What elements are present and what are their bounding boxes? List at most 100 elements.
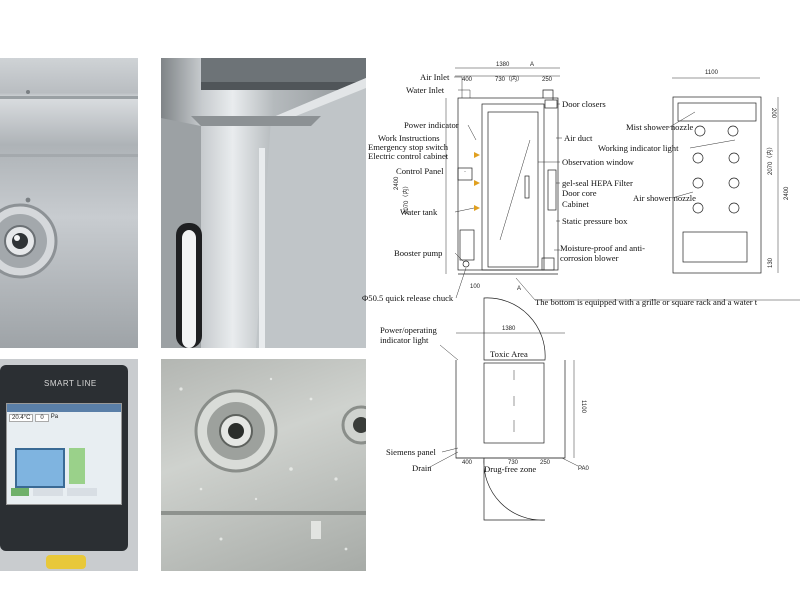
- dim-right: 250: [542, 77, 553, 83]
- label-cabinet: Cabinet: [562, 199, 589, 209]
- screen-button[interactable]: [11, 488, 29, 496]
- leader-working-light: [689, 139, 736, 149]
- leader-water-inlet: [458, 89, 471, 98]
- screen-button[interactable]: [67, 488, 97, 496]
- screen-button[interactable]: [33, 488, 63, 496]
- screen-side-graphic: [69, 448, 85, 484]
- label-pa: PA0: [578, 466, 590, 472]
- side-dim-base: 130: [768, 257, 774, 268]
- photo-control-screen: SMART LINE 20.4°C 0 Pa: [0, 359, 138, 571]
- label-work-instructions: Work Instructions: [378, 133, 440, 143]
- plan-dim-left: 400: [462, 460, 473, 466]
- photo-open-door-graphic: [161, 58, 366, 348]
- dim-left: 400: [462, 77, 473, 83]
- plan-dim-right: 250: [540, 460, 551, 466]
- label-hepa-filter: gel-seal HEPA Filter: [562, 178, 633, 188]
- side-view: 1100 Mist shower nozzle Working indicato…: [598, 70, 790, 274]
- dim-inner-height: 2070（内）: [402, 183, 410, 214]
- screen-header-bar: [7, 404, 121, 412]
- side-outline: [672, 96, 762, 274]
- door-closer: [544, 99, 558, 109]
- screen-pressure-unit: Pa: [50, 414, 59, 420]
- plan-view: 1380 1100 400 730 250 Power/operating in…: [380, 297, 590, 521]
- screen-button-row: [11, 488, 97, 496]
- label-air-duct: Air duct: [564, 133, 593, 143]
- side-dim-inner-height: 2070（内）: [766, 144, 774, 175]
- label-water-inlet: Water Inlet: [406, 85, 445, 95]
- photo-wet-nozzles: [161, 359, 366, 571]
- control-panel-box: [457, 167, 473, 181]
- label-observation-window: Observation window: [562, 157, 635, 167]
- label-blower: Moisture-proof and anti-corrosion blower: [560, 243, 645, 263]
- indicator-markers: [474, 152, 480, 211]
- leader-bottom-note: [515, 277, 800, 301]
- plan-dim-center: 730: [508, 460, 519, 466]
- air-nozzle: [692, 202, 704, 214]
- door-frame: [481, 103, 545, 271]
- cabinet-outline: [457, 97, 559, 271]
- label-booster-pump: Booster pump: [394, 248, 442, 258]
- label-drain: Drain: [412, 463, 432, 473]
- air-duct-pipe: [542, 89, 554, 100]
- photo-open-door: [161, 58, 366, 348]
- blower-unit: [541, 257, 555, 271]
- booster-pump: [462, 260, 470, 268]
- leader-water-tank: [454, 207, 475, 213]
- dim-base: 100: [470, 284, 481, 290]
- label-control-panel: Control Panel: [396, 166, 444, 176]
- plan-dim-depth: 1100: [580, 400, 586, 414]
- side-dim-height: 2400: [784, 186, 790, 200]
- leader-mist-shower: [667, 111, 696, 129]
- screen-display: 20.4°C 0 Pa: [6, 403, 122, 505]
- label-blower-wrap: Moisture-proof and anti-corrosion blower: [560, 243, 645, 263]
- plan-dim-width: 1380: [502, 326, 516, 332]
- door-swing-bottom: [483, 457, 546, 521]
- label-air-shower: Air shower nozzle: [633, 193, 696, 203]
- front-view: 1380 A 400 730（内） 250 2400 2070（内） 100 A: [362, 62, 800, 307]
- label-power-light: Power/operating indicator light: [380, 325, 437, 345]
- label-working-light: Working indicator light: [598, 143, 679, 153]
- air-nozzle: [692, 152, 704, 164]
- label-bottom-note: The bottom is equipped with a grille or …: [535, 297, 758, 307]
- front-bottom-marker: A: [517, 286, 521, 292]
- side-nozzles: [692, 125, 740, 214]
- label-electric-cabinet: Electric control cabinet: [368, 151, 449, 161]
- label-toxic-area: Toxic Area: [490, 349, 528, 359]
- side-dim-width: 1100: [705, 70, 719, 76]
- side-grille: [682, 231, 748, 263]
- leader-siemens-panel: [441, 447, 459, 453]
- dim-height: 2400: [394, 176, 400, 190]
- leader-booster-pump: [454, 252, 465, 263]
- door-swing-top: [483, 297, 546, 361]
- hepa-filter: [547, 169, 557, 211]
- photo-panel-nozzle: [0, 58, 138, 348]
- screen-pressure-value: 0: [35, 414, 49, 422]
- label-power-light-wrap: Power/operating indicator light: [380, 325, 437, 345]
- air-nozzle: [728, 152, 740, 164]
- photo-panel-nozzle-graphic: [0, 90, 138, 279]
- glass-reflection: [499, 139, 531, 241]
- leader-air-shower: [671, 191, 694, 199]
- leader-drain: [427, 451, 459, 469]
- label-siemens-panel: Siemens panel: [386, 447, 436, 457]
- label-static-pressure-box: Static pressure box: [562, 216, 628, 226]
- leader-quick-release: [455, 267, 467, 299]
- mist-nozzle-left: [694, 125, 706, 137]
- screen-readout-row: 20.4°C 0 Pa: [7, 412, 121, 424]
- label-drug-free: Drug-free zone: [484, 464, 536, 474]
- label-door-core: Door core: [562, 188, 597, 198]
- plan-chamber: [483, 362, 545, 444]
- screen-temp-value: 20.4°C: [9, 414, 34, 422]
- label-mist-shower: Mist shower nozzle: [626, 122, 693, 132]
- screen-brand: SMART LINE: [44, 379, 97, 388]
- leader-power-light: [439, 344, 459, 361]
- dim-overall-width: 1380: [496, 62, 510, 68]
- front-top-marker: A: [530, 62, 534, 68]
- label-door-closers: Door closers: [562, 99, 606, 109]
- water-tank: [459, 229, 475, 261]
- label-quick-release: Φ50.5 quick release chuck: [362, 293, 454, 303]
- label-air-inlet: Air Inlet: [420, 72, 450, 82]
- air-nozzle: [728, 202, 740, 214]
- label-emergency-stop: Emergency stop switch: [368, 142, 449, 152]
